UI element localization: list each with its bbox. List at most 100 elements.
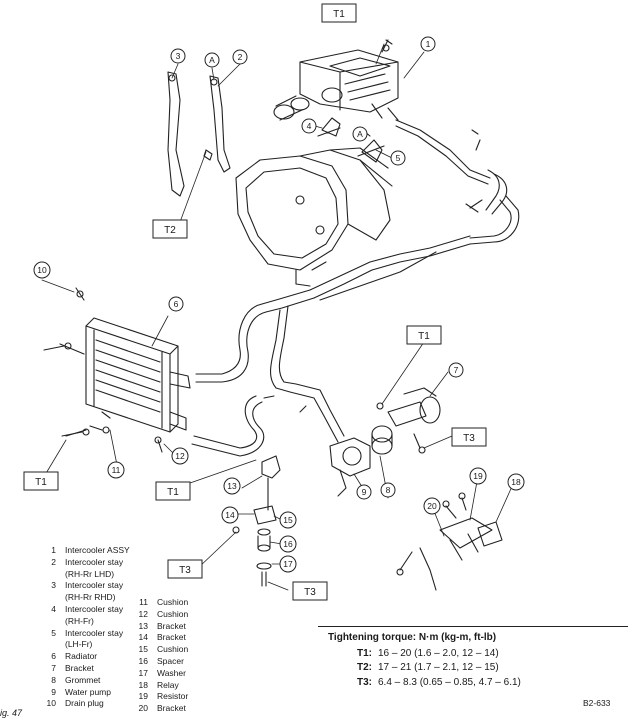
svg-text:15: 15 (283, 515, 293, 525)
leader-lines (41, 43, 515, 591)
legend-item-number: 2 (51, 556, 56, 567)
legend-item: (RH-Fr) (42, 616, 130, 628)
callout-12: 12 (171, 447, 189, 465)
svg-text:2: 2 (238, 52, 243, 62)
figure-caption: ig. 47 (0, 708, 23, 718)
svg-text:A: A (357, 129, 363, 139)
legend-item-number: 6 (51, 651, 56, 662)
callout-13: 13 (223, 477, 241, 495)
svg-text:11: 11 (112, 465, 121, 475)
legend-item-label: Intercooler stay (65, 603, 124, 614)
legend-item-number (42, 592, 56, 604)
callout-6: 6 (168, 296, 184, 312)
figure-code: B2-633 (583, 698, 611, 708)
svg-text:19: 19 (473, 471, 483, 481)
callout-a-lower: A (352, 126, 368, 142)
svg-text:T1: T1 (167, 487, 179, 498)
svg-text:12: 12 (175, 451, 185, 461)
svg-text:3: 3 (176, 51, 181, 61)
svg-text:T3: T3 (304, 587, 316, 598)
legend-item: (RH-Rr LHD) (42, 569, 130, 581)
legend-item-number: 16 (138, 655, 148, 666)
legend-item-number: 19 (138, 691, 148, 702)
svg-text:10: 10 (37, 265, 47, 275)
transmission-case-drawing (235, 147, 393, 287)
legend-item-label: Intercooler stay (65, 556, 124, 567)
legend-item-label: Intercooler ASSY (65, 545, 130, 555)
svg-text:8: 8 (386, 485, 391, 495)
callout-4: 4 (301, 118, 317, 134)
svg-text:7: 7 (454, 365, 459, 375)
callout-8: 8 (380, 482, 396, 498)
legend-item-label: Spacer (157, 655, 184, 666)
legend-item-label: Bracket (157, 620, 186, 631)
svg-text:T3: T3 (463, 433, 475, 444)
legend-item: 20 Bracket (134, 703, 188, 715)
callout-2: 2 (232, 49, 248, 65)
svg-text:5: 5 (396, 153, 401, 163)
legend-item-number (42, 569, 56, 581)
legend-item: 12 Cushion (134, 608, 189, 621)
relay-resistor-drawing (399, 492, 503, 591)
svg-text:T3: T3 (179, 565, 191, 576)
legend-item-label: Bracket (157, 703, 186, 714)
water-pump-drawing (329, 387, 441, 497)
callout-10: 10 (33, 261, 51, 279)
torque-table-heading: Tightening torque: N·m (kg-m, ft-lb) (328, 632, 497, 643)
svg-text:4: 4 (307, 121, 312, 131)
radiator-drawing (59, 317, 191, 437)
legend-item-label: Intercooler stay (65, 627, 124, 638)
legend-item: 19 Resistor (134, 691, 189, 703)
legend-item-number: 8 (51, 674, 56, 685)
svg-text:A: A (209, 55, 215, 65)
legend-item-label: Cushion (157, 644, 189, 655)
callout-a-top: A (204, 52, 220, 68)
svg-text:18: 18 (511, 477, 521, 487)
svg-text:17: 17 (283, 559, 293, 569)
callout-5: 5 (390, 150, 406, 166)
torque-row-t2: T2:17 – 21 (1.7 – 2.1, 12 – 15) (357, 662, 499, 673)
callout-20: 20 (423, 497, 441, 515)
callout-16: 16 (279, 535, 297, 553)
legend-item-label: Grommet (65, 674, 101, 685)
torque-box-t2: T2 (152, 219, 188, 239)
bracket-parts-drawing (253, 455, 281, 587)
legend-item-label: Relay (157, 679, 179, 690)
legend-item: 8 Grommet (42, 675, 130, 687)
svg-text:T1: T1 (35, 477, 47, 488)
legend-item-number: 20 (138, 703, 148, 714)
legend-item-label: Radiator (65, 651, 98, 662)
svg-text:1: 1 (426, 39, 431, 49)
callout-7: 7 (448, 362, 464, 378)
legend-item: 6 Radiator (42, 651, 130, 663)
callout-9: 9 (356, 484, 372, 500)
callout-17: 17 (279, 555, 297, 573)
callout-14: 14 (221, 506, 239, 524)
legend-item-label: Cushion (157, 608, 189, 619)
legend-item-number: 5 (51, 627, 56, 638)
torque-row-t1: T1:16 – 20 (1.6 – 2.0, 12 – 14) (357, 647, 499, 659)
legend-item-label: Resistor (157, 691, 189, 702)
legend-item-number: 9 (51, 686, 56, 697)
legend-item: 2 Intercooler stay (42, 557, 130, 569)
legend-item-label: Cushion (157, 597, 189, 607)
legend-item-number: 12 (138, 608, 148, 619)
callout-11: 11 (107, 461, 125, 479)
legend-item-number: 17 (138, 667, 148, 678)
legend-item-number: 13 (138, 620, 148, 631)
torque-box-t3-right: T3 (451, 427, 487, 447)
legend-item-number: 7 (51, 662, 56, 673)
